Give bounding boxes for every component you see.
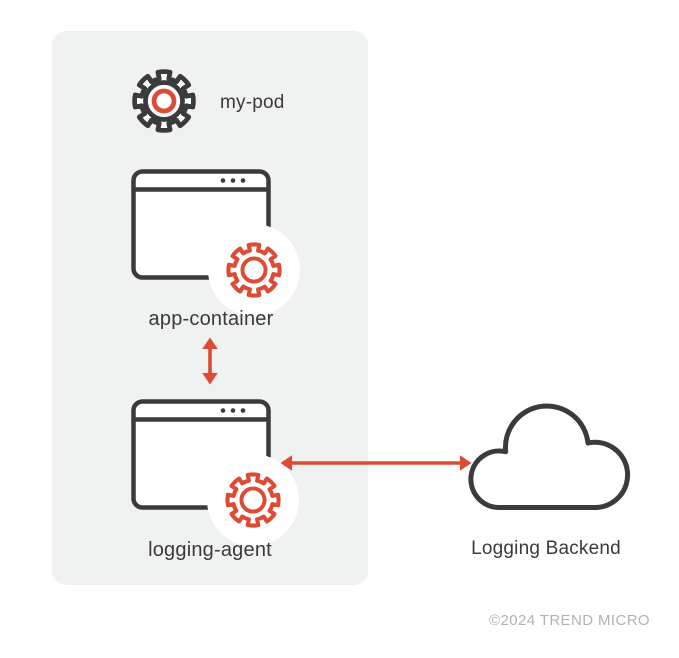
cloud-icon <box>468 403 631 511</box>
gear-icon <box>126 63 202 139</box>
red-gear-icon <box>220 467 286 533</box>
red-gear-icon <box>221 237 287 303</box>
app-container-label: app-container <box>148 308 274 330</box>
logging-agent-label: logging-agent <box>148 539 272 561</box>
horizontal-double-arrow-icon <box>280 455 472 471</box>
copyright-text: ©2024 TREND MICRO <box>489 612 650 629</box>
pod-label: my-pod <box>220 92 285 113</box>
vertical-double-arrow-icon <box>202 337 218 385</box>
logging-backend-label: Logging Backend <box>471 538 621 559</box>
